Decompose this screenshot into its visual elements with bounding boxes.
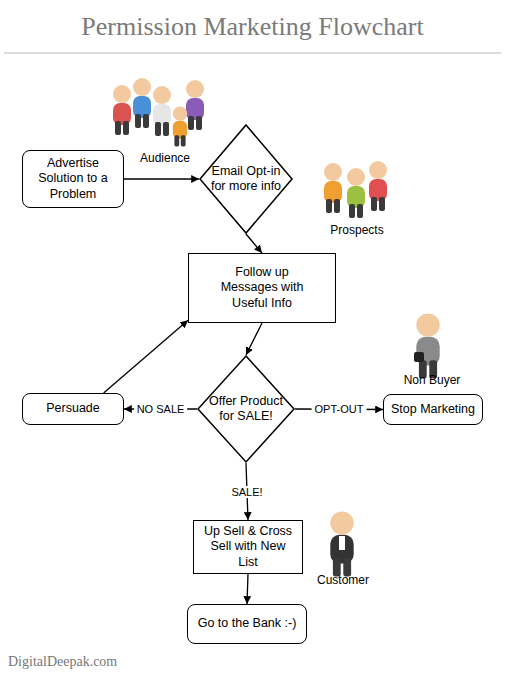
chart-title: Permission Marketing Flowchart: [0, 12, 505, 42]
node-text: Advertise Solution to a Problem: [29, 156, 117, 202]
flow-arrow: [104, 320, 188, 393]
prospects-icon: [324, 161, 387, 218]
person-icon: [330, 511, 353, 576]
edge-label: NO SALE: [134, 403, 188, 415]
flow-arrow: [246, 323, 262, 355]
person-icon: [369, 161, 387, 211]
person-icon: [347, 168, 365, 218]
customer-icon: [330, 511, 353, 576]
node-text: Up Sell & Cross Sell with New List: [200, 524, 296, 570]
shirt-icon: [339, 536, 345, 550]
non-buyer-icon: [414, 313, 440, 378]
edge-label: OPT-OUT: [312, 403, 367, 415]
icon-label: Customer: [317, 573, 369, 587]
person-icon: [153, 86, 171, 136]
title-rule: [4, 53, 501, 54]
person-icon: [113, 85, 131, 135]
node-text: Email Opt-in for more info: [207, 164, 284, 195]
process-box: Follow up Messages with Useful Info: [188, 253, 336, 323]
node-text: Follow up Messages with Useful Info: [216, 265, 308, 311]
flow-arrow: [246, 234, 262, 253]
flow-arrow: [124, 178, 199, 179]
person-icon: [416, 313, 439, 378]
person-icon: [133, 78, 151, 128]
decision-diamond: Email Opt-in for more info: [199, 124, 293, 234]
diamond-shape: [200, 125, 292, 233]
icon-label: Non Buyer: [404, 373, 461, 387]
edge-label: SALE!: [228, 486, 265, 498]
terminal-box: Go to the Bank :-): [187, 604, 307, 644]
node-text: Go to the Bank :-): [198, 616, 297, 631]
flow-arrow: [247, 574, 248, 604]
process-box: Advertise Solution to a Problem: [22, 150, 124, 208]
process-box: Up Sell & Cross Sell with New List: [193, 520, 303, 574]
node-text: Stop Marketing: [391, 402, 475, 417]
node-text: Persuade: [46, 401, 100, 416]
diamond-shape: [198, 356, 294, 462]
process-box: Persuade: [22, 393, 124, 425]
icon-label: Audience: [140, 151, 190, 165]
watermark: DigitalDeepak.com: [8, 654, 117, 670]
terminal-box: Stop Marketing: [383, 394, 483, 425]
icon-label: Prospects: [330, 223, 383, 237]
person-icon: [173, 106, 187, 146]
audience-icon: [113, 78, 204, 146]
node-text: Offer Product for SALE!: [206, 394, 286, 425]
decision-diamond: Offer Product for SALE!: [197, 355, 295, 463]
person-icon: [324, 163, 342, 213]
person-icon: [186, 80, 204, 130]
bag-icon: [414, 352, 424, 362]
